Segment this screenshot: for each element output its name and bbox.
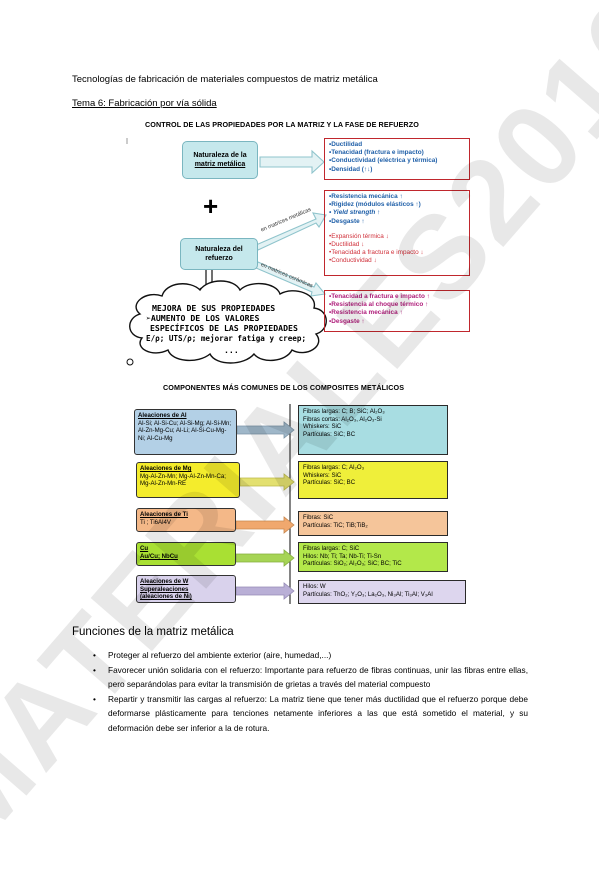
matrix-prop: •Ductilidad [329,141,363,148]
document-title: Tecnologías de fabricación de materiales… [72,74,378,85]
figure1-title: CONTROL DE LAS PROPIEDADES POR LA MATRIZ… [145,120,419,129]
alloy-title: Cu [140,545,149,552]
alloy-box-w: Aleaciones de W Superaleaciones (aleacio… [136,575,236,603]
alloy-body: Ti ; Ti6Al4V [140,518,171,526]
alloy-box-al: Aleaciones de Al Al-Si; Al-Si-Cu; Al-Si-… [134,409,237,455]
reinforcement-line: Fibras largas: C; SiC [303,545,360,552]
metal-reinforcement-box: •Resistencia mecánica ↑ •Rigidez (módulo… [324,190,470,276]
matrix-prop: •Densidad (↑↓) [329,165,373,173]
cloud-line: ESPECÍFICOS DE LAS PROPIEDADES [150,323,298,333]
metal-up-prop: •Rigidez (módulos elásticos ↑) [329,201,421,209]
alloy-body: (aleaciones de Ni) [140,593,192,601]
reinforcement-line: Hilos: Nb; Ti; Ta; Nb-Ti; Ti-Sn [303,552,382,560]
bullet: • [93,650,96,660]
list-item: • Repartir y transmitir las cargas al re… [82,692,528,736]
plus-sign: + [203,191,219,221]
matrix-box-line2: matriz metálica [194,161,246,168]
ceramic-prop: •Resistencia mecánica ↑ [329,309,403,317]
reinforcement-line: Fibras largas: C; Al₂O₃ [303,464,365,471]
alloy-body: Al-Si; Al-Si-Cu; Al-Si-Mg; Al-Si-Mn; Al-… [138,419,232,442]
reinforcement-box-w: Hilos: W Partículas: ThO₂; Y₂O₃; La₂O₃, … [298,580,466,604]
reinforcement-line: Whiskers: SiC [303,471,342,479]
metal-down-prop: •Conductividad ↓ [329,257,377,265]
matrix-prop: •Tenacidad (fractura e impacto) [329,149,424,157]
ceramic-prop: •Resistencia al choque térmico ↑ [329,301,429,309]
metal-down-prop: •Ductilidad ↓ [329,241,365,249]
ceramic-reinforcement-box: •Tenacidad a fractura e impacto ↑ •Resis… [324,290,470,332]
metal-down-prop: •Expansión térmica ↓ [329,232,389,240]
list-item: • Favorecer unión solidaria con el refue… [82,663,528,692]
reinforcement-line: Partículas: ThO₂; Y₂O₃; La₂O₃, Ni₃Al; Ti… [303,590,433,598]
ceramic-prop: •Desgaste ↑ [329,317,365,325]
alloy-body: Au/Cu; NbCu [140,552,178,560]
section-heading: Funciones de la matriz metálica [72,626,234,638]
reinforcement-line: Fibras largas: C; B; SiC; Al₂O₃ [303,408,385,415]
reinforcement-line: Whiskers: SiC [303,423,342,431]
reinforcement-line: Partículas: SiC; BC [303,430,356,438]
matrix-prop: •Conductividad (eléctrica y térmica) [329,157,438,165]
alloy-title: Aleaciones de Mg [140,465,192,472]
cloud-line: ➢AUMENTO DE LOS VALORES [146,313,260,323]
topic-heading: Tema 6: Fabricación por vía sólida [72,98,217,109]
figure1-arrows [126,138,327,366]
reinforcement-line: Partículas: SiO₂; Al₂O₃; SiC; BC; TiC [303,560,402,568]
matrix-nature-box: Naturaleza de la matriz metálica [182,141,258,179]
alloy-box-ti: Aleaciones de Ti Ti ; Ti6Al4V [136,508,236,532]
bullet: • [93,693,96,704]
alloy-title: Aleaciones de Al [138,412,187,419]
functions-list: • Proteger al refuerzo del ambiente exte… [82,648,528,736]
reinforcement-line: Partículas: TiC; TiB;TiB₂ [303,521,368,529]
alloy-box-cu: Cu Au/Cu; NbCu [136,542,236,566]
reinforcement-box-al: Fibras largas: C; B; SiC; Al₂O₃ Fibras c… [298,405,448,455]
matrix-properties-box: •Ductilidad •Tenacidad (fractura e impac… [324,138,470,180]
metal-up-prop: •Desgaste ↑ [329,217,365,225]
reinforcement-line: Partículas: SiC; BC [303,479,356,487]
matrix-box-line1: Naturaleza de la [193,152,247,159]
list-item: • Proteger al refuerzo del ambiente exte… [82,648,528,663]
reinforcement-line: Fibras: SiC [303,514,334,521]
list-item-text: Repartir y transmitir las cargas al refu… [108,693,528,733]
cloud-line: ... [224,345,239,355]
reinforcement-line: Fibras cortas: Al₂O₃, Al₂O₃-Si [303,415,382,423]
reinforcement-box-line1: Naturaleza del [195,246,243,253]
list-item-text: Proteger al refuerzo del ambiente exteri… [108,650,332,660]
metal-up-prop: •Resistencia mecánica ↑ [329,193,403,200]
metal-down-prop: •Tenacidad a fractura e impacto ↓ [329,249,424,257]
alloy-title: Aleaciones de Ti [140,511,188,518]
reinforcement-box-ti: Fibras: SiC Partículas: TiC; TiB;TiB₂ [298,511,448,536]
alloy-title-2: Superaleaciones [140,585,189,593]
reinforcement-box-mg: Fibras largas: C; Al₂O₃ Whiskers: SiC Pa… [298,461,448,499]
metal-up-prop: • Yield strength ↑ [329,209,381,217]
cloud-line: E/ρ; UTS/ρ; mejorar fatiga y creep; [146,334,307,343]
ceramic-prop: •Tenacidad a fractura e impacto ↑ [329,293,430,300]
cloud-line: MEJORA DE SUS PROPIEDADES [152,303,276,313]
alloy-body: Mg-Al-Zn-Mn; Mg-Al-Zn-Mn-Ca; Mg-Al-Zn-Mn… [140,472,226,488]
reinforcement-nature-box: Naturaleza del refuerzo [180,238,258,270]
figure2-arrows [235,404,295,604]
figure2-title: COMPONENTES MÁS COMUNES DE LOS COMPOSITE… [163,383,405,392]
alloy-title: Aleaciones de W [140,578,189,585]
reinforcement-line: Hilos: W [303,583,326,590]
reinforcement-box-cu: Fibras largas: C; SiC Hilos: Nb; Ti; Ta;… [298,542,448,572]
list-item-text: Favorecer unión solidaria con el refuerz… [108,664,528,690]
alloy-box-mg: Aleaciones de Mg Mg-Al-Zn-Mn; Mg-Al-Zn-M… [136,462,240,498]
reinforcement-box-line2: refuerzo [205,255,233,262]
bullet: • [93,664,96,675]
